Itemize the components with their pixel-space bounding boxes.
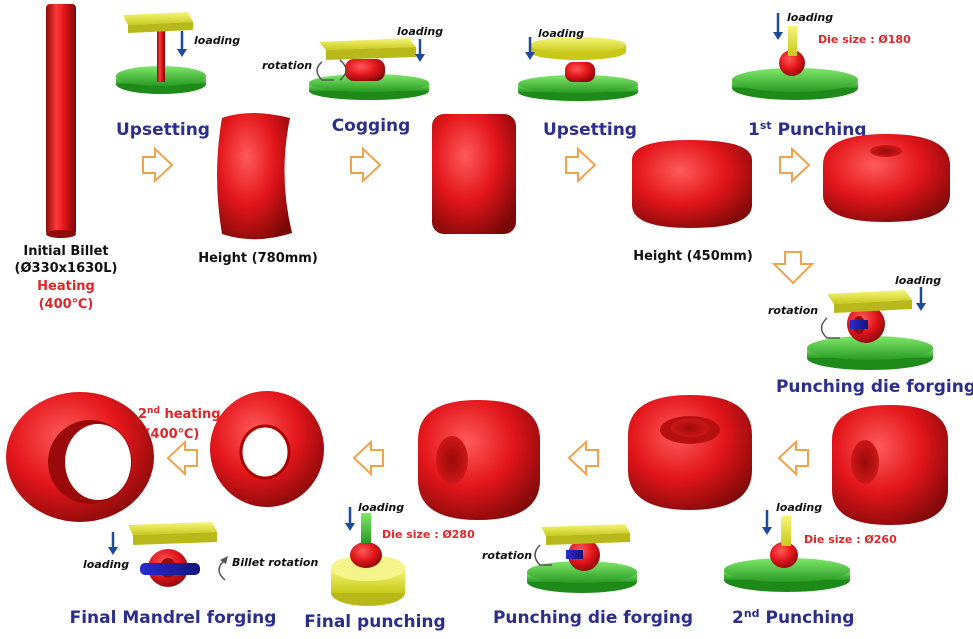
height-450-label: Height (450mm) [633, 249, 753, 264]
process-arrow-icon [565, 146, 597, 184]
loading-label: loading [776, 501, 822, 514]
punching-die-forging-2-label: Punching die forging [493, 608, 693, 628]
billet-after-die-forging-2 [418, 400, 540, 520]
punched-billet-1 [823, 134, 950, 222]
cogged-billet [432, 114, 516, 234]
heating-temp-label: (400℃) [39, 297, 94, 312]
process-arrow-icon [166, 439, 198, 477]
initial-billet-label: Initial Billet [23, 244, 108, 259]
loading-arrow-icon [762, 510, 772, 535]
punching-2-label: 2nd Punching [732, 607, 854, 628]
loading-label: loading [83, 558, 129, 571]
loading-label: loading [895, 274, 941, 287]
heating-2-label: 2nd heating [138, 406, 221, 422]
billet-rotation-label: Billet rotation [232, 556, 318, 569]
loading-arrow-icon [773, 13, 783, 40]
punching-2-machine [724, 516, 850, 592]
final-punching-machine [331, 513, 405, 606]
heating-2-temp-label: (400℃) [145, 427, 200, 442]
loading-arrow-icon [916, 287, 926, 311]
initial-billet [46, 4, 76, 238]
upset-billet-450 [632, 140, 752, 228]
rotation-label: rotation [482, 549, 532, 562]
billet-after-die-forging-1 [832, 405, 948, 525]
die-size-180-label: Die size : Ø180 [818, 33, 911, 46]
process-arrow-icon [771, 251, 815, 285]
process-arrow-icon [350, 146, 382, 184]
rotation-label: rotation [262, 59, 312, 72]
loading-label: loading [397, 25, 443, 38]
punching-1-machine [732, 26, 858, 100]
punching-die-forging-1-machine [807, 290, 933, 370]
upsetting-1-machine [116, 12, 206, 94]
process-arrow-icon [142, 146, 174, 184]
ring-after-final-punching [210, 391, 324, 507]
loading-arrow-icon [345, 507, 355, 531]
process-arrow-icon [352, 439, 384, 477]
punching-die-forging-1-label: Punching die forging [776, 377, 973, 397]
loading-arrow-icon [415, 39, 425, 62]
die-size-280-label: Die size : Ø280 [382, 528, 475, 541]
loading-label: loading [787, 11, 833, 24]
upset-billet-780 [217, 113, 292, 240]
upsetting-2-label: Upsetting [543, 120, 637, 140]
process-arrow-icon [779, 146, 811, 184]
process-arrow-icon [777, 439, 809, 477]
mandrel-forging-machine [128, 522, 228, 587]
loading-label: loading [538, 27, 584, 40]
billet-size-label: (Ø330x1630L) [15, 261, 118, 276]
loading-label: loading [358, 501, 404, 514]
cogging-label: Cogging [332, 116, 411, 136]
punched-billet-2 [628, 395, 752, 510]
punching-1-label: 1st Punching [748, 119, 867, 140]
cogging-machine [309, 38, 429, 100]
upsetting-2-machine [518, 37, 638, 101]
final-punching-label: Final punching [304, 612, 445, 632]
loading-arrow-icon [525, 37, 535, 60]
final-mandrel-forging-label: Final Mandrel forging [70, 608, 277, 628]
loading-arrow-icon [108, 532, 118, 555]
loading-label: loading [194, 34, 240, 47]
loading-arrow-icon [177, 31, 187, 57]
heating-label: Heating [37, 279, 95, 294]
upsetting-1-label: Upsetting [116, 120, 210, 140]
punching-die-forging-2-machine [527, 524, 637, 593]
die-size-260-label: Die size : Ø260 [804, 533, 897, 546]
height-780-label: Height (780mm) [198, 251, 318, 266]
rotation-label: rotation [768, 304, 818, 317]
process-arrow-icon [567, 439, 599, 477]
final-ring [6, 392, 154, 522]
